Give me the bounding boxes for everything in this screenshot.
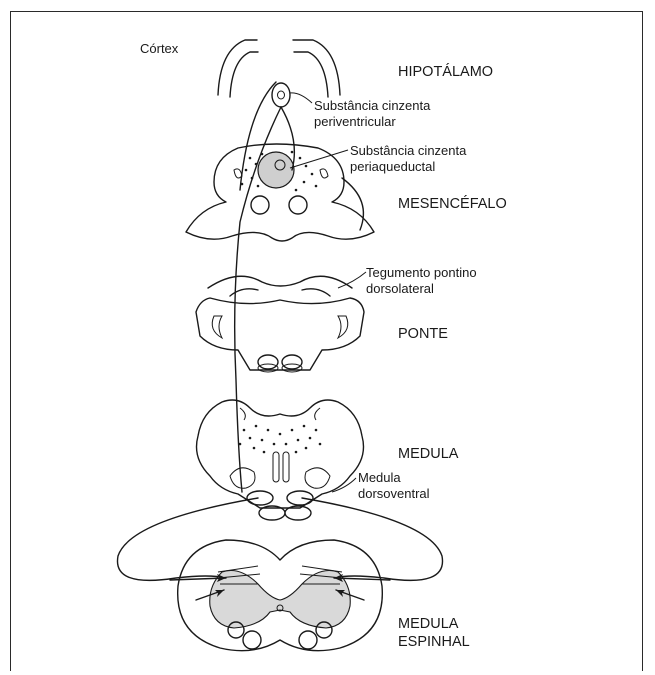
medulla-section [197, 400, 364, 520]
pontine-tegmentum-label-2: dorsolateral [366, 281, 434, 296]
pons-section [196, 276, 364, 372]
spinal-cord-label-2: ESPINHAL [398, 634, 470, 650]
periventricular-gray [272, 83, 290, 107]
midbrain-label: MESENCÉFALO [398, 195, 507, 212]
periaqueductal-label-1: Substância cinzenta [350, 143, 467, 158]
periaqueductal-label-2: periaqueductal [350, 159, 435, 174]
neuron-dots [239, 151, 322, 454]
periventricular-label-2: periventricular [314, 114, 396, 129]
dorsal-horn-arrows [170, 574, 390, 600]
dorsoventral-medulla-label-2: dorsoventral [358, 486, 430, 501]
dorsoventral-medulla-label-1: Medula [358, 470, 401, 485]
hypothalamus-label: HIPOTÁLAMO [398, 63, 493, 80]
pons-label: PONTE [398, 326, 448, 342]
cortex-label: Córtex [140, 41, 179, 56]
midbrain-section [186, 144, 374, 241]
cortex-outline [218, 40, 340, 97]
medulla-label: MEDULA [398, 446, 459, 462]
pontine-tegmentum-label-1: Tegumento pontino [366, 265, 477, 280]
spinal-cord-label-1: MEDULA [398, 616, 459, 632]
periventricular-label-1: Substância cinzenta [314, 98, 431, 113]
